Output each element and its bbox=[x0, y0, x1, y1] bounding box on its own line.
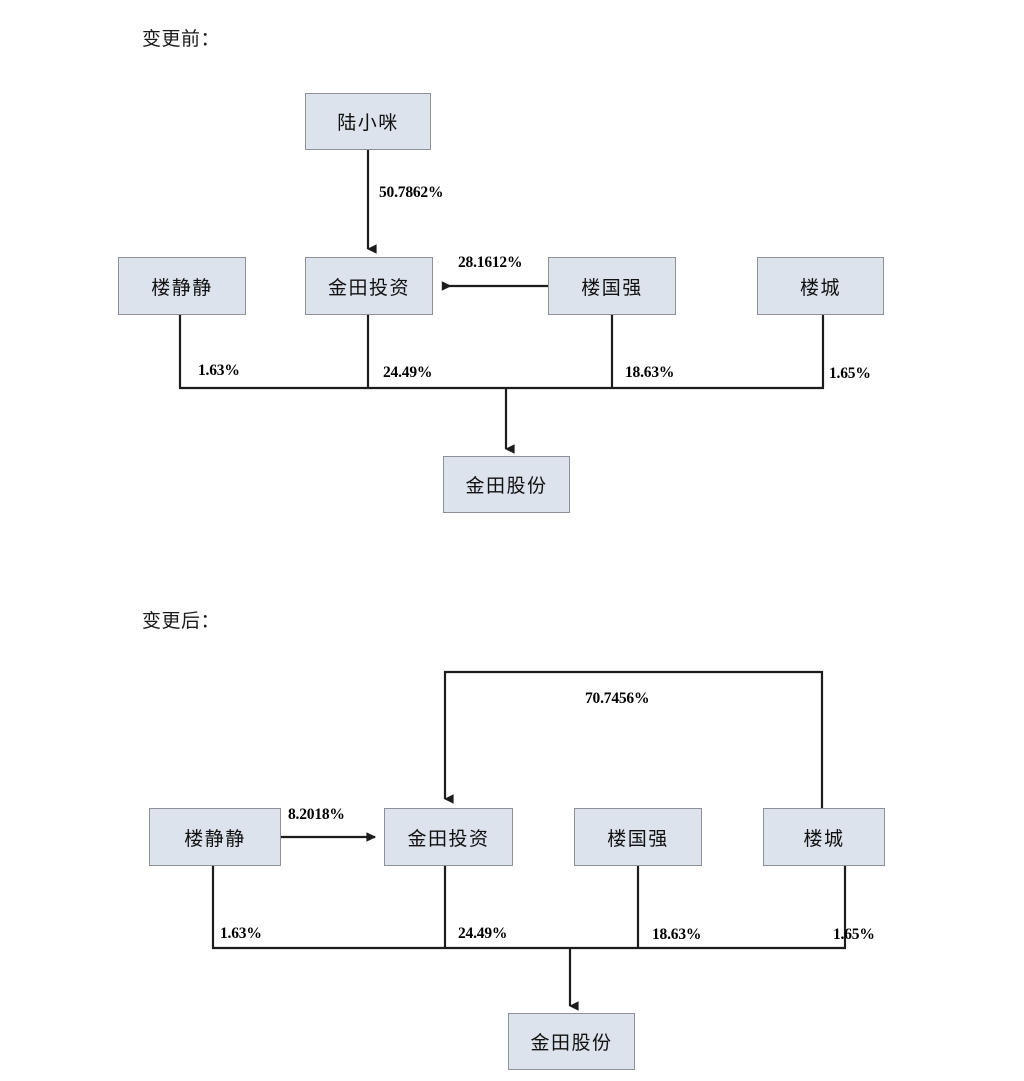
edge-label-jintian-investment-to-jintian-shares-after: 24.49% bbox=[458, 925, 508, 942]
node-label: 楼静静 bbox=[184, 828, 246, 850]
edge-label-lou-jingjing-to-jintian-shares-after: 1.63% bbox=[220, 925, 262, 942]
node-label: 楼静静 bbox=[151, 277, 213, 299]
node-label: 楼国强 bbox=[581, 277, 643, 299]
edge-label-lou-cheng-to-jintian-shares-after: 1.65% bbox=[833, 926, 875, 943]
section-label-before: 变更前： bbox=[142, 29, 221, 50]
edge-label-lou-cheng-to-jintian-shares-before: 1.65% bbox=[829, 365, 871, 382]
node-label: 楼城 bbox=[803, 828, 845, 850]
node-jintian-investment-before[interactable]: 金田投资 bbox=[305, 257, 433, 315]
edge-label-lu-xiaomi-to-jintian-investment: 50.7862% bbox=[379, 184, 444, 201]
node-lou-jingjing-before[interactable]: 楼静静 bbox=[118, 257, 246, 315]
node-lou-cheng-after[interactable]: 楼城 bbox=[763, 808, 885, 866]
edge-label-lou-guoqiang-to-jintian-shares-after: 18.63% bbox=[652, 926, 702, 943]
edge-label-lou-guoqiang-to-jintian-shares-before: 18.63% bbox=[625, 364, 675, 381]
node-label: 金田股份 bbox=[465, 476, 548, 497]
node-jintian-investment-after[interactable]: 金田投资 bbox=[384, 808, 513, 866]
node-lou-guoqiang-after[interactable]: 楼国强 bbox=[574, 808, 702, 866]
node-label: 金田投资 bbox=[327, 277, 410, 299]
node-label: 金田股份 bbox=[530, 1033, 613, 1054]
node-label: 楼国强 bbox=[607, 828, 669, 850]
edge-label-jintian-investment-to-jintian-shares-before: 24.49% bbox=[383, 364, 433, 381]
node-lou-cheng-before[interactable]: 楼城 bbox=[757, 257, 884, 315]
edge-label-lou-guoqiang-to-jintian-investment: 28.1612% bbox=[458, 254, 523, 271]
edge-label-lou-jingjing-to-jintian-shares-before: 1.63% bbox=[198, 362, 240, 379]
node-lu-xiaomi-before[interactable]: 陆小咪 bbox=[305, 93, 431, 150]
node-jintian-shares-before[interactable]: 金田股份 bbox=[443, 456, 570, 513]
node-lou-jingjing-after[interactable]: 楼静静 bbox=[149, 808, 281, 866]
node-label: 陆小咪 bbox=[337, 113, 399, 134]
edge-label-lou-cheng-to-jintian-investment-after: 70.7456% bbox=[585, 690, 650, 707]
edge-label-lou-jingjing-to-jintian-investment-after: 8.2018% bbox=[288, 806, 345, 823]
node-label: 楼城 bbox=[799, 277, 841, 299]
node-lou-guoqiang-before[interactable]: 楼国强 bbox=[548, 257, 676, 315]
node-jintian-shares-after[interactable]: 金田股份 bbox=[508, 1013, 635, 1070]
node-label: 金田投资 bbox=[407, 828, 490, 850]
section-label-after: 变更后： bbox=[142, 611, 221, 632]
